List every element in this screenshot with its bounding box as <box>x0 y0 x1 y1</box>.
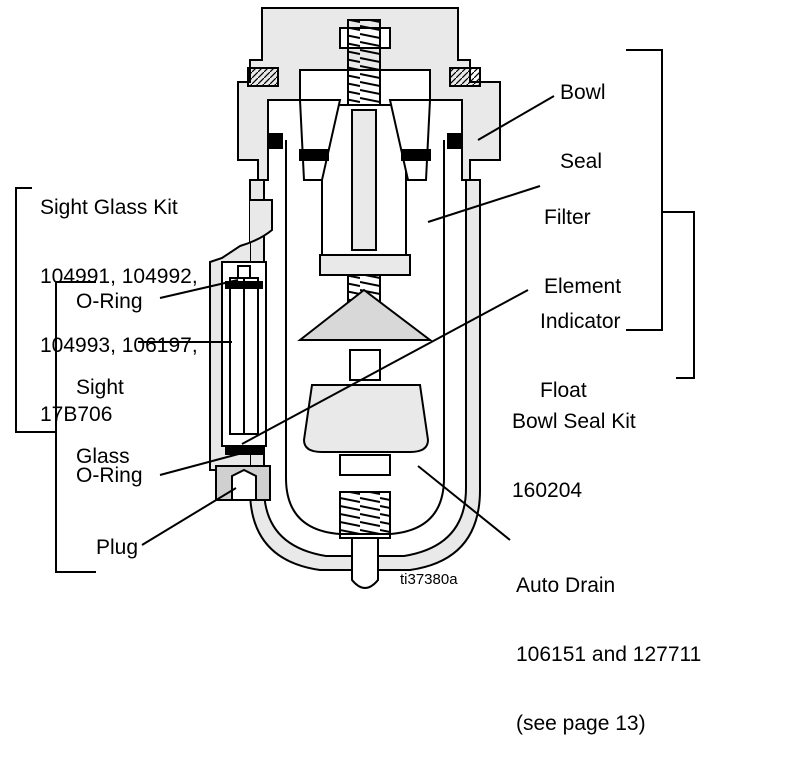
label-sight-glass-line1: Sight <box>76 376 124 399</box>
label-o-ring-bottom: O-Ring <box>76 464 143 487</box>
label-sight-glass-kit-line3: 104993, 106197, <box>40 334 198 357</box>
filter-cutaway-drawing <box>15 7 695 589</box>
figure-id: ti37380a <box>400 571 458 588</box>
label-indicator-float: Indicator Float <box>540 264 621 425</box>
label-sight-glass-kit-line2: 104991, 104992, <box>40 265 198 288</box>
label-auto-drain-line1: Auto Drain <box>516 574 616 597</box>
label-indicator-float-line1: Indicator <box>540 310 621 333</box>
label-bowl-seal: Bowl Seal <box>560 35 606 196</box>
label-indicator-float-line2: Float <box>540 379 587 402</box>
label-o-ring-top: O-Ring <box>76 290 143 313</box>
label-bowl-seal-kit-line1: Bowl Seal Kit <box>512 410 636 433</box>
label-bowl-seal-line1: Bowl <box>560 81 606 104</box>
label-filter-element-line1: Filter <box>544 206 591 229</box>
label-sight-glass: Sight Glass <box>76 330 130 491</box>
label-auto-drain-line3: (see page 13) <box>516 712 646 735</box>
label-sight-glass-kit-line4: 17B706 <box>40 403 113 426</box>
label-plug: Plug <box>96 536 139 559</box>
label-bowl-seal-line2: Seal <box>560 150 603 173</box>
auto-drain-assembly <box>302 349 430 589</box>
label-filter-element-line2: Element <box>544 275 622 298</box>
label-filter-element: Filter Element <box>544 160 621 321</box>
label-auto-drain: Auto Drain 106151 and 127711 (see page 1… <box>516 528 701 758</box>
callout-lines <box>15 49 695 573</box>
sight-glass-housing <box>209 199 273 501</box>
label-bowl-seal-kit: Bowl Seal Kit 160204 <box>512 364 636 525</box>
label-sight-glass-kit-line1: Sight Glass Kit <box>40 196 178 219</box>
label-auto-drain-line2: 106151 and 127711 <box>516 643 702 666</box>
filter-element <box>297 19 433 341</box>
label-sight-glass-line2: Glass <box>76 445 130 468</box>
label-bowl-seal-kit-line2: 160204 <box>512 479 583 502</box>
filter-diagram: Bowl Seal Filter Element Indicator Float… <box>15 7 701 735</box>
label-sight-glass-kit: Sight Glass Kit 104991, 104992, 104993, … <box>40 150 198 449</box>
